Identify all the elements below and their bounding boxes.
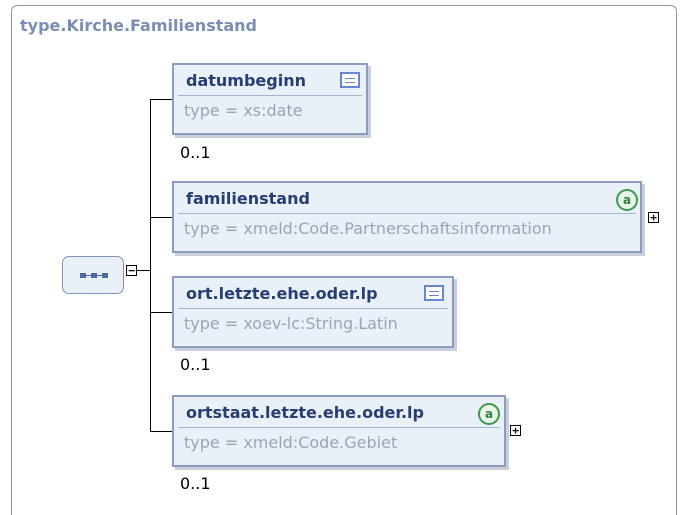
attribute-icon: a: [478, 403, 500, 425]
separator: [178, 427, 500, 428]
attribute-icon: a: [616, 189, 638, 211]
connector-line: [150, 312, 172, 313]
element-type: type = xmeld:Code.Gebiet: [184, 433, 398, 452]
element-box-datumbeginn[interactable]: datumbeginn type = xs:date: [172, 63, 368, 135]
element-name: ort.letzte.ehe.oder.lp: [186, 284, 378, 303]
diagram-title: type.Kirche.Familienstand: [20, 16, 258, 35]
cardinality-label: 0..1: [180, 355, 211, 374]
element-name: familienstand: [186, 189, 310, 208]
element-name: ortstaat.letzte.ehe.oder.lp: [186, 403, 424, 422]
element-name: datumbeginn: [186, 71, 306, 90]
cardinality-label: 0..1: [180, 143, 211, 162]
element-type: type = xmeld:Code.Partnerschaftsinformat…: [184, 219, 552, 238]
documentation-icon: [340, 72, 360, 88]
element-type: type = xs:date: [184, 101, 303, 120]
sequence-icon: [80, 273, 108, 279]
diagram-frame: [11, 5, 677, 515]
cardinality-label: 0..1: [180, 474, 211, 493]
connector-line: [150, 431, 172, 432]
connector-line: [150, 99, 151, 431]
connector-line: [150, 217, 172, 218]
element-box-familienstand[interactable]: familienstand a type = xmeld:Code.Partne…: [172, 181, 642, 253]
separator: [178, 308, 448, 309]
collapse-toggle[interactable]: −: [126, 265, 137, 276]
element-box-ort-letzte-ehe-oder-lp[interactable]: ort.letzte.ehe.oder.lp type = xoev-lc:St…: [172, 276, 454, 348]
expand-toggle[interactable]: +: [510, 425, 521, 436]
connector-line: [137, 270, 150, 271]
separator: [178, 213, 636, 214]
separator: [178, 95, 362, 96]
connector-line: [150, 99, 172, 100]
sequence-compositor[interactable]: [62, 256, 124, 294]
documentation-icon: [424, 285, 444, 301]
element-type: type = xoev-lc:String.Latin: [184, 314, 398, 333]
expand-toggle[interactable]: +: [648, 212, 659, 223]
element-box-ortstaat-letzte-ehe-oder-lp[interactable]: ortstaat.letzte.ehe.oder.lp a type = xme…: [172, 395, 506, 467]
